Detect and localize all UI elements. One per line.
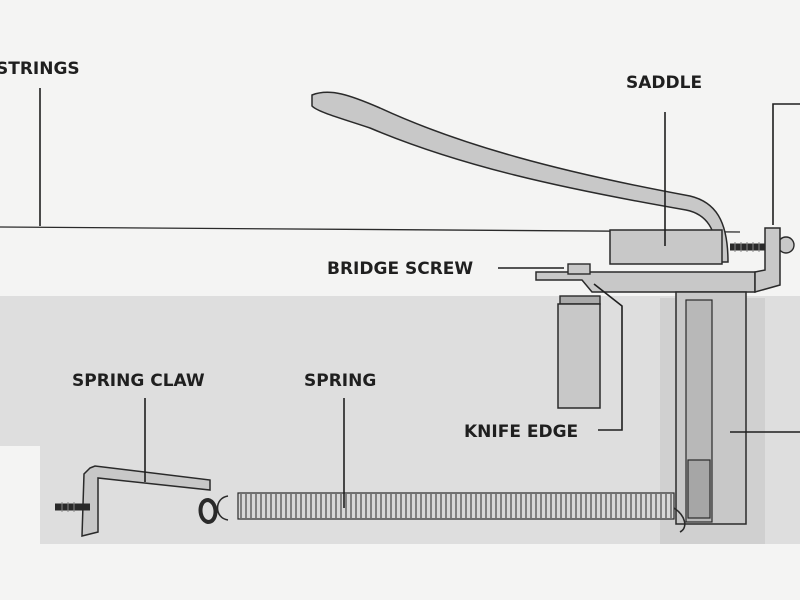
- bridge-rear-leader: [772, 103, 800, 225]
- spring-claw: [55, 465, 218, 537]
- saddle: [609, 229, 723, 265]
- spring: [216, 492, 686, 533]
- bridge-rear-lip: [754, 227, 781, 293]
- label-spring: SPRING: [304, 371, 376, 391]
- label-knife-edge: KNIFE EDGE: [464, 422, 578, 442]
- tremolo-block: [675, 291, 747, 525]
- label-bridge-screw: BRIDGE SCREW: [327, 259, 473, 279]
- label-strings: STRINGS: [0, 59, 80, 79]
- tremolo-arm: [311, 91, 729, 263]
- bridge-plate: [535, 271, 756, 293]
- bridge-screw: [557, 263, 601, 409]
- leader-lines: [39, 88, 800, 508]
- label-saddle: SADDLE: [626, 73, 702, 93]
- intonation-screw: [730, 236, 795, 254]
- knife-edge-leader: [593, 283, 623, 431]
- label-spring-claw: SPRING CLAW: [72, 371, 205, 391]
